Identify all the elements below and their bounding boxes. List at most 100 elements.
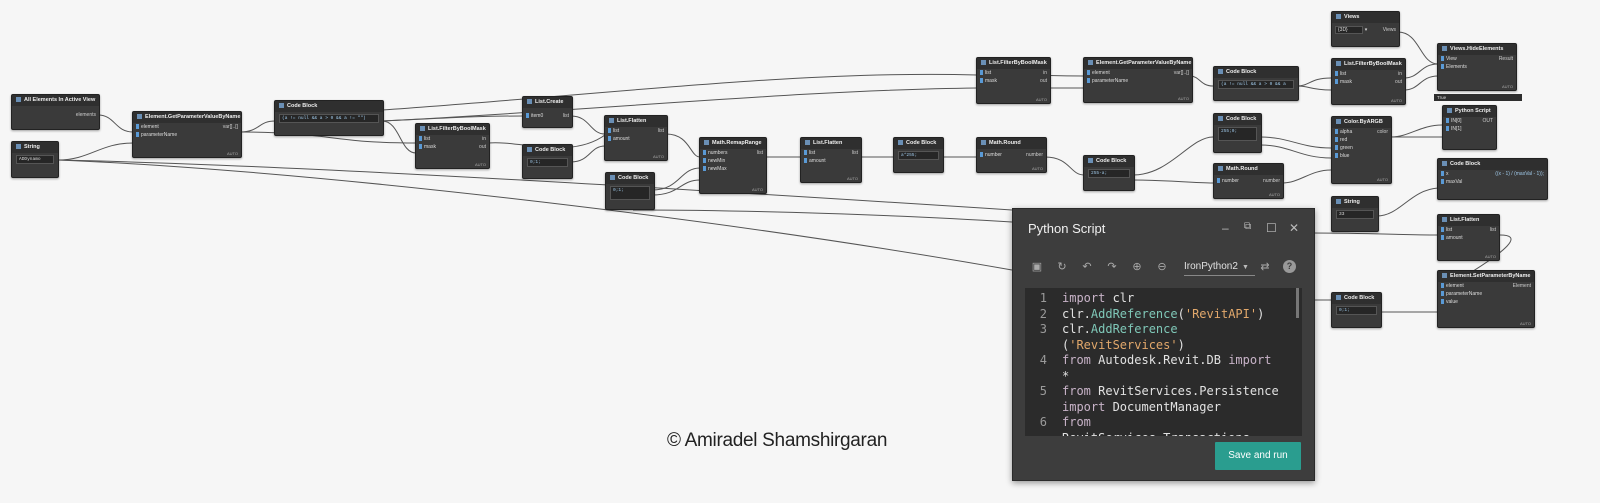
code-field[interactable]: 0;1; bbox=[1336, 306, 1377, 315]
help-icon[interactable]: ? bbox=[1283, 260, 1296, 273]
node-code-block-7[interactable]: Code Block 255;0; bbox=[1213, 113, 1262, 153]
input-row[interactable]: red bbox=[1332, 136, 1391, 144]
input-row[interactable]: value bbox=[1438, 298, 1534, 306]
code-field[interactable]: a*255; bbox=[898, 151, 939, 160]
input-row[interactable]: amount bbox=[801, 157, 861, 165]
input-pin[interactable] bbox=[608, 128, 611, 134]
code-field[interactable]: ((x - 1) / (maxVal - 1)); bbox=[1495, 171, 1544, 177]
code-field[interactable]: (a != null && a > 0 && a != "") bbox=[279, 114, 379, 123]
window-titlebar[interactable]: Python Script – ⧉ ☐ ✕ bbox=[1013, 209, 1314, 249]
input-pin[interactable] bbox=[1335, 129, 1338, 135]
input-pin[interactable] bbox=[1087, 70, 1090, 76]
input-pin[interactable] bbox=[1441, 56, 1444, 62]
input-pin[interactable] bbox=[1441, 283, 1444, 289]
string-input[interactable]: ADDynamo bbox=[16, 155, 54, 164]
input-pin[interactable] bbox=[980, 152, 983, 158]
input-pin[interactable] bbox=[804, 150, 807, 156]
node-code-block-5[interactable]: Code Block (a != null && a > 0 && a bbox=[1213, 66, 1299, 101]
input-pin[interactable] bbox=[1217, 178, 1220, 184]
input-pin[interactable] bbox=[1446, 118, 1449, 124]
zoom-out-icon[interactable]: ⊖ bbox=[1157, 261, 1167, 273]
input-row[interactable]: newMin bbox=[700, 157, 766, 165]
code-field[interactable]: 255;0; bbox=[1218, 127, 1257, 141]
input-pin[interactable] bbox=[1335, 79, 1338, 85]
input-pin[interactable] bbox=[526, 113, 529, 119]
input-pin[interactable] bbox=[1335, 137, 1338, 143]
input-row[interactable]: amount bbox=[605, 135, 667, 143]
input-row[interactable]: blue bbox=[1332, 152, 1391, 160]
code-field[interactable]: 255-a; bbox=[1088, 169, 1130, 178]
refresh-icon[interactable]: ↻ bbox=[1057, 261, 1067, 273]
node-python-script[interactable]: Python Script IN[0]OUT IN[1] bbox=[1442, 105, 1497, 150]
python-script-window[interactable]: Python Script – ⧉ ☐ ✕ ▣ ↻ ↶ ↷ ⊕ ⊖ IronPy… bbox=[1012, 208, 1315, 481]
undo-icon[interactable]: ↶ bbox=[1082, 261, 1092, 273]
node-views[interactable]: Views {3D}▾Views bbox=[1331, 11, 1400, 47]
input-row[interactable]: green bbox=[1332, 144, 1391, 152]
code-field[interactable]: 0;1; bbox=[610, 186, 650, 200]
restore-icon[interactable]: ⧉ bbox=[1244, 221, 1252, 232]
input-row[interactable]: IN[1] bbox=[1443, 125, 1496, 133]
input-pin[interactable] bbox=[1441, 299, 1444, 305]
node-string-2[interactable]: String 33 bbox=[1331, 196, 1379, 232]
input-pin[interactable] bbox=[1441, 291, 1444, 297]
input-row[interactable]: newMax bbox=[700, 165, 766, 173]
input-pin[interactable] bbox=[1087, 78, 1090, 84]
code-field[interactable]: (a != null && a > 0 && a bbox=[1218, 80, 1294, 89]
input-row[interactable]: x((x - 1) / (maxVal - 1)); bbox=[1438, 170, 1547, 178]
engine-dropdown[interactable]: IronPython2▼ bbox=[1184, 261, 1255, 276]
input-pin[interactable] bbox=[1335, 145, 1338, 151]
node-all-elements-in-active-view[interactable]: All Elements In Active View elements bbox=[11, 94, 100, 130]
input-row[interactable]: parameterName bbox=[1084, 77, 1192, 85]
node-code-block-4[interactable]: Code Block a*255; bbox=[893, 137, 944, 173]
node-code-block-1[interactable]: Code Block (a != null && a > 0 && a != "… bbox=[274, 100, 384, 136]
input-row[interactable]: IN[0]OUT bbox=[1443, 117, 1496, 125]
node-code-block-3[interactable]: Code Block 0;1; bbox=[605, 172, 655, 210]
close-icon[interactable]: ✕ bbox=[1289, 221, 1300, 235]
input-pin[interactable] bbox=[1335, 71, 1338, 77]
input-pin[interactable] bbox=[419, 136, 422, 142]
string-input[interactable]: 33 bbox=[1336, 210, 1374, 219]
editor-scrollbar[interactable] bbox=[1296, 288, 1299, 318]
input-pin[interactable] bbox=[136, 132, 139, 138]
zoom-in-icon[interactable]: ⊕ bbox=[1132, 261, 1142, 273]
views-dropdown[interactable]: {3D}▾Views bbox=[1332, 26, 1399, 34]
code-field[interactable]: 0;1; bbox=[527, 158, 568, 167]
input-row[interactable]: maxVal bbox=[1438, 178, 1547, 186]
input-pin[interactable] bbox=[1441, 179, 1444, 185]
input-pin[interactable] bbox=[1441, 171, 1444, 177]
input-pin[interactable] bbox=[419, 144, 422, 150]
node-code-block-2[interactable]: Code Block 0;1; bbox=[522, 144, 573, 179]
save-icon[interactable]: ▣ bbox=[1031, 261, 1043, 273]
input-row[interactable]: parameterName bbox=[133, 131, 241, 139]
redo-icon[interactable]: ↷ bbox=[1107, 261, 1117, 273]
maximize-icon[interactable]: ☐ bbox=[1266, 221, 1277, 235]
minimize-icon[interactable]: – bbox=[1222, 221, 1229, 235]
input-pin[interactable] bbox=[1335, 153, 1338, 159]
node-code-block-9[interactable]: Code Block 0;1; bbox=[1331, 292, 1382, 328]
